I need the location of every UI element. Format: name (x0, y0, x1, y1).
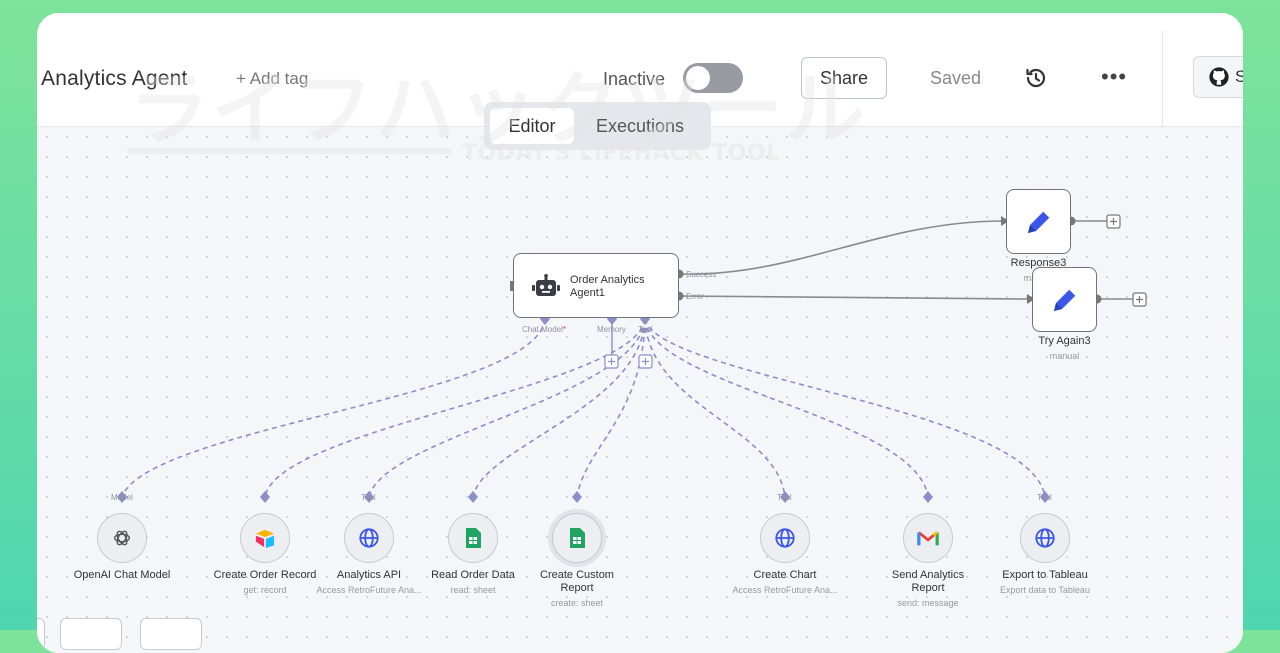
link-create-order-record (264, 318, 646, 498)
link-export-to-tableau (644, 318, 1046, 498)
output-success-label: Success (686, 270, 717, 279)
toggle-knob (686, 66, 710, 90)
read-order-data-title: Read Order Data (431, 569, 515, 581)
link-analytics-api (368, 318, 646, 498)
link-read-order-data (472, 318, 646, 498)
input-tool-label: Tool (638, 325, 653, 334)
try-again-title: Try Again3 (1038, 335, 1091, 347)
agent-title: Order Analytics Agent1 (570, 274, 645, 300)
connections-layer (117, 214, 1147, 503)
canvas-control-button[interactable] (37, 618, 45, 650)
analytics-api-subtitle: Access RetroFuture Ana... (316, 585, 422, 595)
sheets-icon (466, 528, 481, 548)
send-analytics-report-subtitle: send: message (897, 598, 959, 608)
create-order-record-subtitle: get: record (243, 585, 287, 595)
create-custom-report-subtitle: create: sheet (550, 598, 604, 608)
github-label: S (1235, 67, 1243, 86)
link-success (678, 220, 1002, 275)
create-order-record-node[interactable] (240, 513, 290, 563)
canvas-control-button[interactable] (140, 618, 202, 650)
canvas-control-button[interactable] (60, 618, 122, 650)
active-status-label: Inactive (603, 69, 666, 89)
send-analytics-report-node[interactable] (903, 513, 953, 563)
github-icon (1209, 67, 1229, 87)
active-toggle[interactable] (683, 63, 743, 93)
create-chart-subtitle: Access RetroFuture Ana... (732, 585, 838, 595)
pencil-icon (1054, 288, 1077, 311)
tag-tool: Tool (1037, 493, 1052, 502)
tag-model: Model (111, 493, 133, 502)
tag-tool: Tool (361, 493, 376, 502)
openai-icon (113, 530, 131, 546)
link-send-analytics-report (644, 318, 929, 498)
response-title: Response3 (1010, 257, 1067, 269)
workflow-title[interactable]: Analytics Agent (41, 67, 188, 90)
airtable-icon (255, 529, 275, 548)
arrow-error (1027, 294, 1035, 304)
openai-chat-model-title: OpenAI Chat Model (73, 569, 171, 581)
github-star-button[interactable]: S (1193, 56, 1243, 98)
robot-icon (532, 274, 560, 296)
overlay-sub-line (127, 148, 452, 154)
read-order-data-subtitle: read: sheet (450, 585, 496, 595)
globe-icon (775, 528, 795, 548)
try-again-subtitle: manual (1049, 351, 1080, 361)
input-chat-model-label: Chat Model* (522, 325, 567, 334)
pencil-icon (1028, 210, 1051, 233)
tab-executions[interactable]: Executions (595, 116, 685, 136)
openai-chat-model-node[interactable] (97, 513, 147, 563)
view-tabs: Editor Executions (484, 102, 711, 150)
overlay-top-line (289, 30, 739, 37)
agent-node[interactable]: Order Analytics Agent1 (513, 253, 679, 318)
analytics-api-node[interactable] (344, 513, 394, 563)
link-error (678, 295, 1028, 300)
globe-icon (1035, 528, 1055, 548)
export-to-tableau-title: Export to Tableau (1002, 569, 1088, 581)
response-node[interactable] (1006, 189, 1071, 254)
export-to-tableau-subtitle: Export data to Tableau (1000, 585, 1090, 595)
agent-title-line2: Agent1 (570, 287, 605, 299)
tag-tool: Tool (777, 493, 792, 502)
header-divider (1162, 31, 1163, 126)
create-chart-title: Create Chart (753, 569, 817, 581)
read-order-data-node[interactable] (448, 513, 498, 563)
saved-status: Saved (930, 68, 982, 88)
create-custom-report-node[interactable] (552, 513, 602, 563)
link-create-chart (644, 318, 786, 498)
more-options-icon[interactable]: ••• (1101, 64, 1128, 89)
link-chat-model (121, 318, 546, 498)
output-error-label: Error (686, 292, 704, 301)
workflow-canvas[interactable]: Order Analytics Agent1 Success Error Cha… (37, 127, 1243, 653)
sheets-icon (570, 528, 585, 548)
share-button[interactable]: Share (801, 57, 887, 99)
globe-icon (359, 528, 379, 548)
arrow-success (1001, 216, 1009, 226)
history-icon[interactable] (1024, 66, 1048, 90)
analytics-api-title: Analytics API (336, 569, 402, 581)
gmail-icon (917, 531, 939, 546)
link-create-custom-report (576, 318, 646, 498)
workflow-editor-window: Analytics Agent + Add tag Inactive Share… (37, 13, 1243, 653)
try-again-node[interactable] (1032, 267, 1097, 332)
agent-title-line1: Order Analytics (570, 274, 645, 286)
create-order-record-title: Create Order Record (213, 569, 317, 581)
export-to-tableau-node[interactable] (1020, 513, 1070, 563)
tab-editor[interactable]: Editor (490, 108, 574, 144)
create-chart-node[interactable] (760, 513, 810, 563)
add-tag-link[interactable]: + Add tag (236, 69, 309, 88)
input-memory-label: Memory (597, 325, 626, 334)
